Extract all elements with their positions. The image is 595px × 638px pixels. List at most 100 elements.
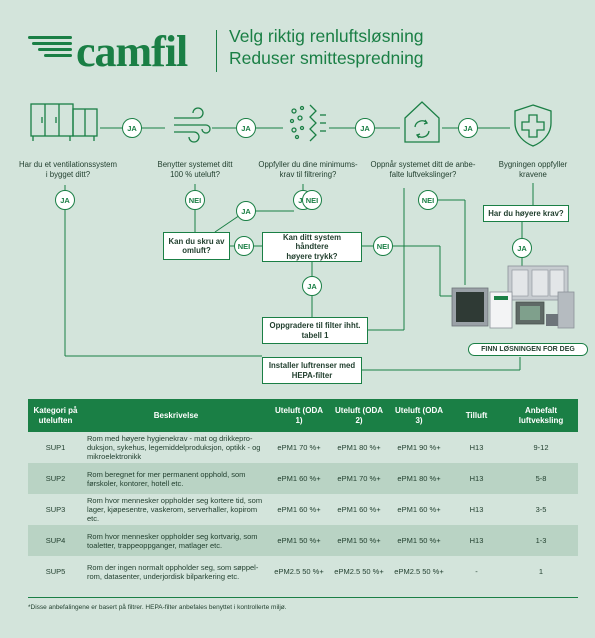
question-line: falte luftvekslinger? [389, 169, 457, 179]
house-circulation-icon [404, 101, 440, 143]
table-row: SUP2 Rom beregnet for mer permanent opph… [28, 463, 578, 494]
oda3-cell: ePM2.5 50 %+ [389, 556, 449, 587]
table-header-cell: Uteluft (ODA 2) [329, 399, 389, 432]
box-line: Installer luftrenser med [268, 361, 356, 370]
oda2-cell: ePM2.5 50 %+ [329, 556, 389, 587]
oda2-cell: ePM1 80 %+ [329, 432, 389, 463]
badge-ja: JA [512, 238, 532, 258]
badge-nei: NEI [373, 236, 393, 256]
box-install-hepa-purifier: Installer luftrenser med HEPA-filter [262, 357, 362, 384]
air-purifier-products-illustration [451, 265, 575, 329]
oda1-cell: ePM1 50 %+ [269, 525, 329, 556]
table-header-cell: Kategori på uteluften [28, 399, 83, 432]
box-higher-requirements: Har du høyere krav? [483, 205, 569, 222]
badge-ja: JA [55, 190, 75, 210]
question-air-exchange: Oppnår systemet ditt de anbe- falte luft… [368, 160, 478, 179]
box-line: omluft? [182, 246, 211, 255]
table-header-cell: Beskrivelse [83, 399, 269, 432]
table-header-cell: Uteluft (ODA 3) [389, 399, 449, 432]
category-cell: SUP4 [28, 525, 83, 556]
box-line: Kan ditt system håndtere [282, 232, 342, 252]
box-line: tabell 1 [301, 330, 329, 340]
ventilation-unit-icon [30, 103, 98, 141]
oda1-cell: ePM1 60 %+ [269, 463, 329, 494]
supply-air-cell: - [449, 556, 504, 587]
box-upgrade-filter: Oppgradere til filter ihht. tabell 1 [262, 317, 368, 344]
box-line: Kan du skru av [168, 236, 225, 246]
question-outdoor-air: Benytter systemet ditt 100 % uteluft? [143, 160, 247, 179]
air-exchange-cell: 1-3 [504, 525, 578, 556]
question-line: 100 % uteluft? [170, 169, 220, 179]
air-exchange-cell: 3-5 [504, 494, 578, 525]
question-line: Bygningen oppfyller [498, 160, 568, 169]
camfil-logo: camfil [28, 26, 213, 80]
table-row: SUP1 Rom med høyere hygienekrav - mat og… [28, 432, 578, 463]
question-line: i bygget ditt? [45, 169, 91, 179]
box-line: Oppgradere til filter ihht. [269, 321, 361, 330]
question-line: Oppfyller du dine minimums- [258, 160, 358, 169]
oda3-cell: ePM1 50 %+ [389, 525, 449, 556]
oda2-cell: ePM1 60 %+ [329, 494, 389, 525]
page-subtitle: Reduser smittespredning [229, 48, 424, 68]
question-requirements-met: Bygningen oppfyller kravene [488, 160, 578, 179]
description-cell: Rom beregnet for mer permanent opphold, … [83, 463, 269, 494]
air-exchange-cell: 5-8 [504, 463, 578, 494]
air-exchange-cell: 9-12 [504, 432, 578, 463]
badge-ja: JA [236, 118, 256, 138]
box-turn-off-recirculation: Kan du skru av omluft? [163, 232, 230, 260]
oda2-cell: ePM1 70 %+ [329, 463, 389, 494]
oda3-cell: ePM1 60 %+ [389, 494, 449, 525]
oda1-cell: ePM2.5 50 %+ [269, 556, 329, 587]
category-cell: SUP5 [28, 556, 83, 587]
oda1-cell: ePM1 60 %+ [269, 494, 329, 525]
question-line: krav til filtrering? [279, 169, 337, 179]
oda3-cell: ePM1 90 %+ [389, 432, 449, 463]
table-header-cell: Anbefalt luftveksling [504, 399, 578, 432]
description-cell: Rom der ingen normalt oppholder seg, som… [83, 556, 269, 587]
footnote: *Disse anbefalingene er basert på filtre… [28, 604, 287, 611]
question-filtration: Oppfyller du dine minimums- krav til fil… [254, 160, 362, 179]
table-row: SUP5 Rom der ingen normalt oppholder seg… [28, 556, 578, 587]
category-cell: SUP2 [28, 463, 83, 494]
badge-ja: JA [355, 118, 375, 138]
badge-ja: JA [302, 276, 322, 296]
find-solution-button[interactable]: FINN LØSNINGEN FOR DEG [468, 343, 588, 356]
shield-cross-icon [514, 104, 552, 147]
description-cell: Rom hvor mennesker oppholder seg kortere… [83, 494, 269, 525]
question-line: Benytter systemet ditt [157, 160, 233, 169]
table-header-cell: Uteluft (ODA 1) [269, 399, 329, 432]
description-cell: Rom hvor mennesker oppholder seg kortvar… [83, 525, 269, 556]
badge-nei: NEI [185, 190, 205, 210]
description-cell: Rom med høyere hygienekrav - mat og drik… [83, 432, 269, 463]
box-higher-pressure: Kan ditt system håndtere høyere trykk? [262, 232, 362, 262]
category-cell: SUP3 [28, 494, 83, 525]
badge-ja: JA [236, 201, 256, 221]
badge-nei: NEI [418, 190, 438, 210]
supply-air-cell: H13 [449, 494, 504, 525]
logo-swoosh [38, 48, 72, 51]
category-cell: SUP1 [28, 432, 83, 463]
filter-icon [289, 104, 326, 142]
recommendation-table: Kategori på uteluften Beskrivelse Uteluf… [28, 399, 578, 587]
table-header-cell: Tilluft [449, 399, 504, 432]
logo-swoosh [28, 36, 72, 39]
airflow-icon [174, 107, 211, 143]
badge-ja: JA [458, 118, 478, 138]
supply-air-cell: H13 [449, 525, 504, 556]
oda3-cell: ePM1 80 %+ [389, 463, 449, 494]
box-line: høyere trykk? [286, 251, 338, 261]
table-header-row: Kategori på uteluften Beskrivelse Uteluf… [28, 399, 578, 432]
air-exchange-cell: 1 [504, 556, 578, 587]
oda1-cell: ePM1 70 %+ [269, 432, 329, 463]
box-line: HEPA-filter [291, 370, 333, 380]
logo-swoosh [44, 54, 72, 57]
question-ventilation: Har du et ventilationssystem i bygget di… [18, 160, 118, 179]
supply-air-cell: H13 [449, 432, 504, 463]
oda2-cell: ePM1 50 %+ [329, 525, 389, 556]
logo-wordmark: camfil [76, 27, 188, 76]
badge-ja: JA [122, 118, 142, 138]
badge-nei: NEI [302, 190, 322, 210]
header-divider [216, 30, 217, 72]
table-row: SUP3 Rom hvor mennesker oppholder seg ko… [28, 494, 578, 525]
